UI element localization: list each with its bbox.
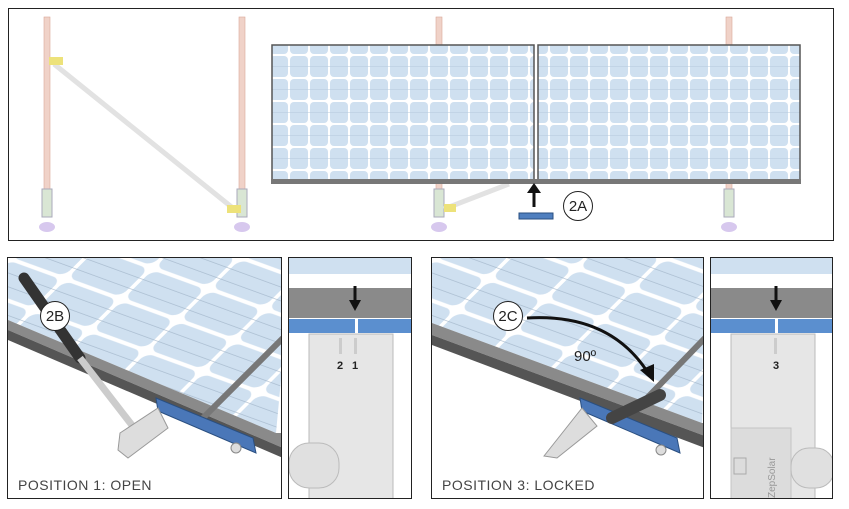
callout-2a: 2A (563, 191, 593, 221)
diagonal-strut (52, 62, 236, 211)
tool-handle (606, 389, 666, 424)
detail-open-panel: 2 1 (288, 257, 412, 499)
down-arrow-icon (770, 286, 782, 311)
open-tool-illustration (8, 258, 281, 459)
callout-2b: 2B (40, 301, 70, 331)
position-open-caption: POSITION 1: OPEN (18, 477, 153, 493)
brand-label: ZepSolar (767, 457, 778, 498)
down-arrow-icon (349, 286, 361, 311)
open-detail-illustration (289, 258, 411, 498)
rotation-angle-label: 90º (574, 348, 597, 365)
position-mark-2: 2 (337, 360, 344, 372)
position-mark-3: 3 (773, 360, 780, 372)
zep-logo (733, 457, 747, 475)
locked-detail-illustration (711, 258, 832, 498)
bracket-icon (518, 212, 554, 220)
callout-2c: 2C (493, 301, 523, 331)
solar-panel-left (271, 44, 535, 182)
solar-panel-right (537, 44, 801, 182)
position-open-panel: 2B POSITION 1: OPEN (7, 257, 282, 499)
array-overview-illustration (39, 16, 801, 232)
position-locked-panel: 2C 90º POSITION 3: LOCKED (431, 257, 704, 499)
position-mark-1: 1 (352, 360, 359, 372)
rotation-arrow (526, 316, 652, 377)
locked-tool-illustration (432, 258, 703, 459)
position-locked-caption: POSITION 3: LOCKED (442, 477, 595, 493)
overview-panel: 2A (8, 8, 834, 241)
detail-locked-panel: 3 ZepSolar (710, 257, 833, 499)
up-arrow-icon (527, 183, 541, 207)
